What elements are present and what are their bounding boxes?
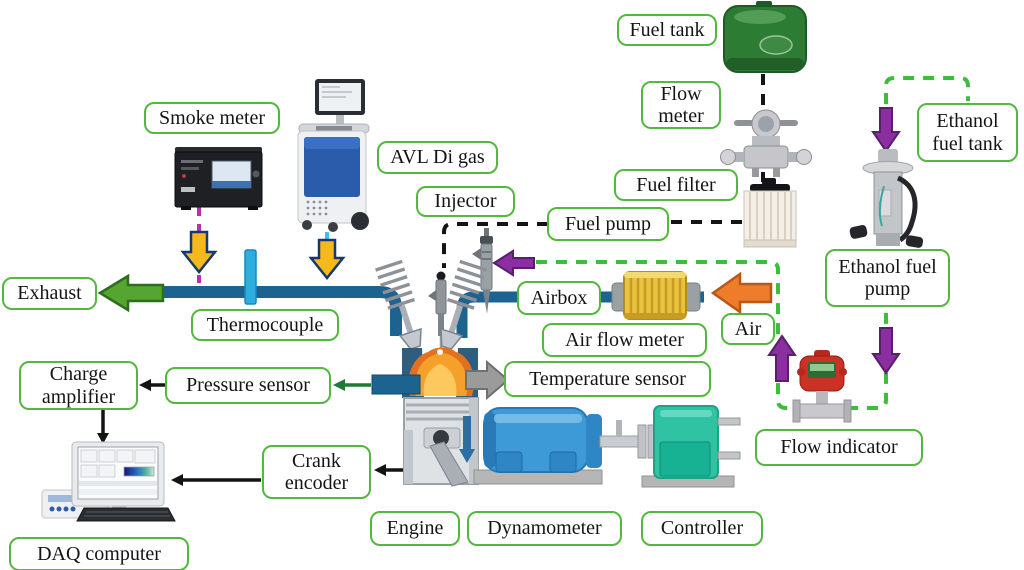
- ethanol-tank-arrow-down: [871, 107, 901, 153]
- ethanol-fuel-pump-illustration: [849, 149, 924, 248]
- fuel-tank-illustration: [723, 1, 807, 73]
- charge-to-daq-arrow: [97, 409, 109, 444]
- label-charge-amplifier: Charge amplifier: [19, 361, 138, 410]
- label-flow-meter: Flow meter: [641, 81, 721, 129]
- label-fuel-pump: Fuel pump: [547, 207, 669, 241]
- daq-computer-illustration: [41, 441, 176, 522]
- label-injector: Injector: [416, 186, 515, 217]
- injector-illustrations: [428, 228, 493, 362]
- label-flow-indicator: Flow indicator: [755, 429, 923, 466]
- engine-illustration: [371, 259, 510, 487]
- pressure-to-charge-arrow: [139, 379, 166, 391]
- controller-illustration: [641, 405, 741, 488]
- dynamometer-illustration: [473, 407, 603, 485]
- label-controller: Controller: [641, 511, 763, 546]
- fuel-flow-meter-illustration: [720, 109, 812, 177]
- label-dynamometer: Dynamometer: [467, 511, 622, 546]
- ethanol-arrow-up: [767, 334, 797, 382]
- air-flow-meter-illustration: [611, 271, 701, 320]
- ethanol-arrow-down-right: [871, 327, 901, 375]
- label-ethanol-fuel-pump: Ethanol fuel pump: [825, 249, 950, 307]
- label-crank-encoder: Crank encoder: [262, 445, 371, 499]
- fuel-filter-illustration: [743, 178, 797, 248]
- label-airbox: Airbox: [517, 281, 601, 315]
- label-fuel-filter: Fuel filter: [614, 169, 738, 201]
- air-arrow-left: [710, 271, 773, 315]
- label-thermocouple: Thermocouple: [191, 309, 339, 341]
- thermocouple-probe-illustration: [244, 249, 257, 305]
- engine-to-pressure-arrow: [333, 379, 371, 391]
- crank-to-daq-arrow: [171, 474, 261, 486]
- smoke-sample-arrow-down: [180, 230, 218, 275]
- label-air-flow-meter: Air flow meter: [542, 323, 707, 357]
- label-daq-computer: DAQ computer: [9, 537, 189, 570]
- label-pressure-sensor: Pressure sensor: [165, 367, 331, 404]
- smoke-meter-illustration: [174, 147, 263, 210]
- label-avl-di-gas: AVL Di gas: [377, 141, 498, 174]
- label-ethanol-fuel-tank: Ethanol fuel tank: [917, 103, 1018, 162]
- label-engine: Engine: [370, 511, 460, 546]
- ethanol-line-dashed: [536, 76, 970, 410]
- label-exhaust: Exhaust: [2, 277, 97, 310]
- fuel-to-injector-arrow-left: [492, 249, 535, 277]
- label-temperature-sensor: Temperature sensor: [504, 361, 711, 397]
- avl-sample-arrow-down: [308, 238, 346, 281]
- exhaust-arrow-left: [97, 273, 165, 313]
- exhaust-pipe: [150, 286, 402, 336]
- label-fuel-tank: Fuel tank: [617, 14, 717, 46]
- flow-indicator-illustration: [792, 350, 852, 423]
- avl-di-gas-cart-illustration: [297, 79, 370, 232]
- label-smoke-meter: Smoke meter: [144, 102, 280, 134]
- label-air: Air: [721, 313, 775, 345]
